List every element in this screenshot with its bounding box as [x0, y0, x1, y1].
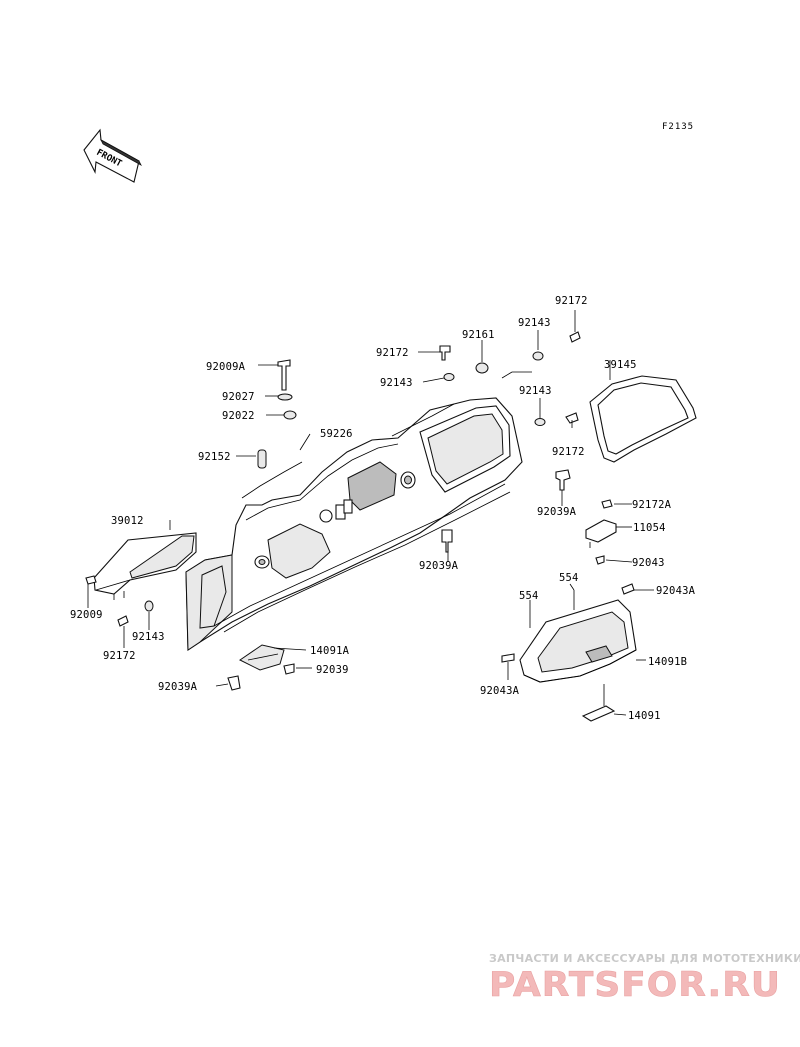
- label-p92172_b: 92172: [376, 347, 409, 359]
- label-p59226: 59226: [320, 428, 353, 440]
- watermark-logo: PARTSFOR.RU: [489, 965, 781, 1005]
- label-p92172_d: 92172: [103, 650, 136, 662]
- label-p39145: 39145: [604, 359, 637, 371]
- watermark-subtitle: ЗАПЧАСТИ И АКСЕССУАРЫ ДЛЯ МОТОТЕХНИКИ: [489, 952, 800, 965]
- bracket-11054: [585, 519, 617, 548]
- label-p92152: 92152: [198, 451, 231, 463]
- label-p92172_top: 92172: [555, 295, 588, 307]
- label-p92022: 92022: [222, 410, 255, 422]
- label-p92043A_a: 92043A: [656, 585, 696, 597]
- storage-box-39012: [93, 532, 197, 600]
- label-p92043A_b: 92043A: [480, 685, 520, 697]
- label-p39012: 39012: [111, 515, 144, 527]
- leader-lines: [87, 310, 654, 716]
- label-p92143_c: 92143: [519, 385, 552, 397]
- label-p92039A_c: 92039A: [158, 681, 198, 693]
- label-p92143_b: 92143: [380, 377, 413, 389]
- dashboard-panel-59226: [185, 397, 523, 652]
- label-p92039A_a: 92039A: [537, 506, 577, 518]
- label-p11054: 11054: [633, 522, 666, 534]
- cover-14091B: [519, 599, 637, 683]
- label-p92043: 92043: [632, 557, 665, 569]
- part-labels: 92172 92143 92161 92172 39145 92009A 921…: [70, 295, 696, 722]
- front-arrow-icon: FRONT: [83, 128, 142, 183]
- label-p92009A: 92009A: [206, 361, 246, 373]
- bracket-14091: [581, 684, 616, 722]
- label-p92172A: 92172A: [632, 499, 672, 511]
- label-p14091B: 14091B: [648, 656, 687, 668]
- label-p92039A_b: 92039A: [419, 560, 459, 572]
- label-p14091A: 14091A: [310, 645, 350, 657]
- label-p92027: 92027: [222, 391, 255, 403]
- label-p554_a: 554: [559, 572, 579, 584]
- label-p92143_d: 92143: [132, 631, 165, 643]
- tray-14091A: [239, 644, 285, 671]
- label-p92161: 92161: [462, 329, 495, 341]
- watermark: ЗАПЧАСТИ И АКСЕССУАРЫ ДЛЯ МОТОТЕХНИКИ PA…: [489, 952, 800, 1005]
- lid-39145: [589, 375, 697, 463]
- label-p14091: 14091: [628, 710, 661, 722]
- label-p92143_a: 92143: [518, 317, 551, 329]
- label-p92009: 92009: [70, 609, 103, 621]
- label-p92172_c: 92172: [552, 446, 585, 458]
- fasteners: [85, 331, 635, 691]
- label-p92039: 92039: [316, 664, 349, 676]
- diagram-code: F2135: [662, 122, 694, 132]
- label-p554_b: 554: [519, 590, 539, 602]
